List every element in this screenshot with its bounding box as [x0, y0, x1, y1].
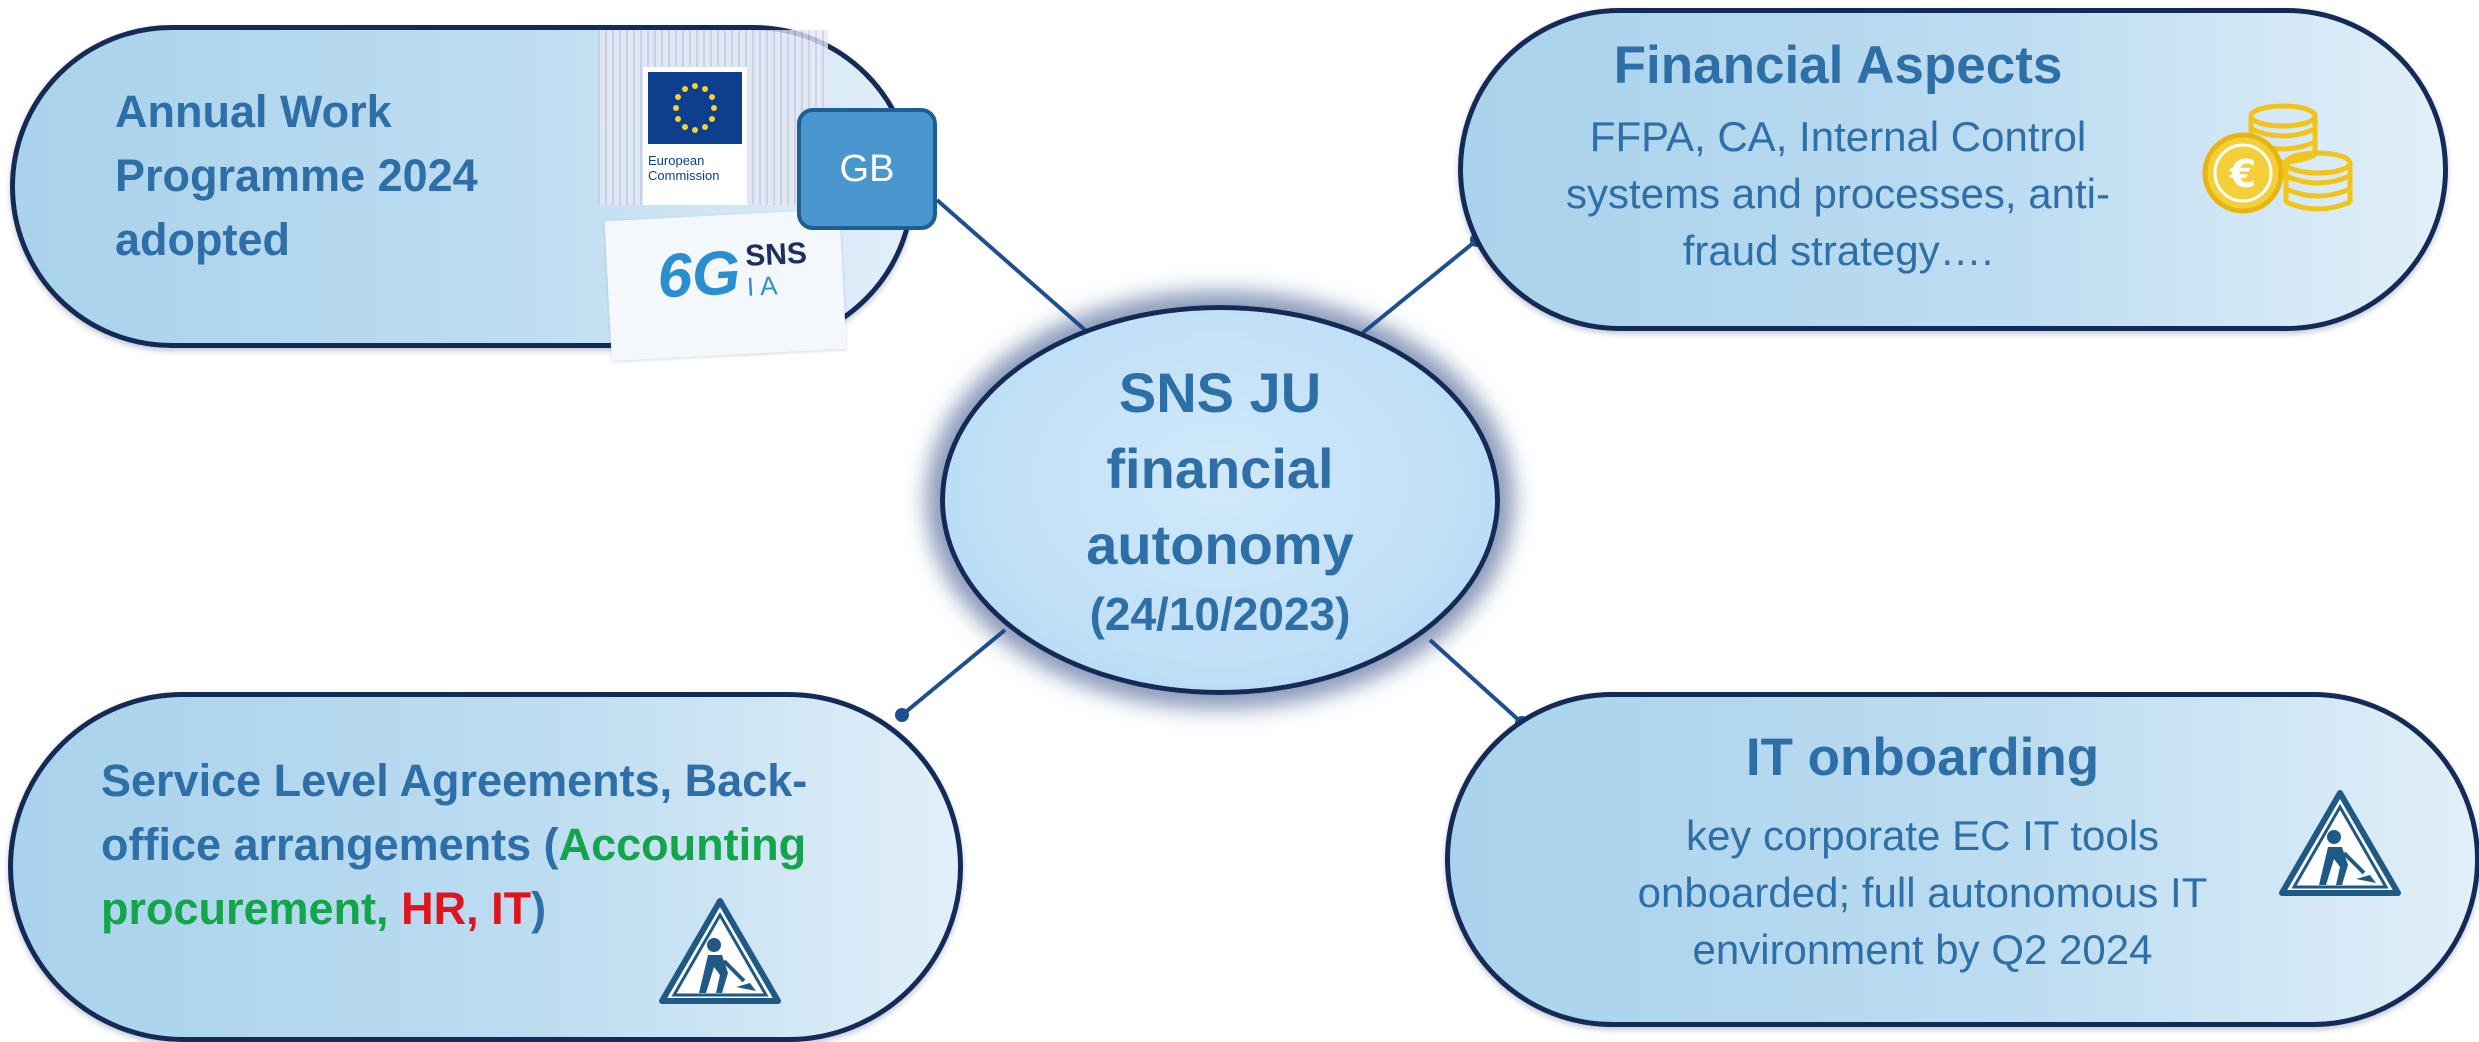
- central-line-1: SNS JU: [1118, 361, 1322, 424]
- financial-aspects-node: Financial Aspects FFPA, CA, Internal Con…: [1458, 8, 2448, 331]
- sla-line-2: office arrangements (Accounting: [101, 813, 807, 877]
- gb-badge: GB: [797, 108, 937, 230]
- sla-line-2-text: office arrangements (: [101, 819, 559, 870]
- it-onboarding-title: IT onboarding: [1745, 728, 2100, 787]
- awp-line-2: Programme 2024: [115, 150, 478, 201]
- central-node: SNS JU financial autonomy (24/10/2023): [940, 305, 1500, 695]
- coins-euro-icon: €: [2202, 103, 2353, 214]
- sla-line-1: Service Level Agreements, Back-: [101, 755, 808, 806]
- ec-logo-text-2: Commission: [648, 168, 720, 183]
- financial-aspects-line-2: systems and processes, anti-: [1566, 170, 2110, 217]
- service-level-agreements-node: Service Level Agreements, Back- office a…: [8, 692, 963, 1042]
- european-commission-logo: European Commission: [643, 67, 747, 205]
- connector-top-right: [1358, 238, 1479, 337]
- it-onboarding-line-1: key corporate EC IT tools: [1685, 812, 2160, 859]
- connector-bottom-right: [1428, 638, 1524, 725]
- svg-text:€: €: [2229, 152, 2256, 196]
- eu-flag-icon: [648, 72, 742, 144]
- sns-logo-ia: IA: [746, 269, 785, 302]
- financial-aspects-body: FFPA, CA, Internal Control systems and p…: [1463, 108, 2213, 279]
- financial-aspects-line-3: fraud strategy….: [1682, 227, 1994, 274]
- it-onboarding-body: key corporate EC IT tools onboarded; ful…: [1335, 807, 2479, 978]
- awp-line-3: adopted: [115, 214, 290, 265]
- sns-logo: 6G SNS IA: [655, 236, 809, 312]
- financial-aspects-title: Financial Aspects: [1613, 36, 2063, 95]
- construction-sign-icon: [659, 898, 781, 1004]
- it-onboarding-node: IT onboarding key corporate EC IT tools …: [1445, 692, 2479, 1027]
- sns-logo-6g: 6G: [655, 238, 742, 312]
- connector-bottom-left: [900, 628, 1007, 717]
- sns-logo-sns: SNS: [744, 236, 808, 273]
- sla-line-3: procurement, HR, IT): [101, 877, 807, 941]
- financial-aspects-line-1: FFPA, CA, Internal Control: [1589, 113, 2087, 160]
- connector-top-left: [935, 198, 1087, 332]
- connector-bottom-left-dot: [895, 708, 909, 722]
- sns-logo-card: 6G SNS IA: [604, 208, 847, 362]
- ec-logo-text-1: European: [648, 153, 705, 168]
- awp-line-1: Annual Work: [115, 86, 392, 137]
- sla-hr-it: HR, IT: [401, 883, 532, 934]
- sla-close-paren: ): [531, 883, 547, 934]
- sla-text: Service Level Agreements, Back- office a…: [101, 749, 807, 941]
- central-line-3: autonomy: [1086, 513, 1354, 576]
- sla-procurement: procurement,: [101, 883, 389, 934]
- sla-accounting: Accounting: [558, 819, 807, 870]
- it-onboarding-line-2: onboarded; full autonomous IT: [1637, 869, 2208, 916]
- it-onboarding-line-3: environment by Q2 2024: [1692, 926, 2153, 973]
- central-line-2: financial: [1106, 437, 1334, 500]
- central-date: (24/10/2023): [1089, 588, 1351, 640]
- logos-collage: European Commission 6G SNS IA: [590, 30, 875, 362]
- annual-work-programme-text: Annual Work Programme 2024 adopted: [115, 80, 478, 272]
- construction-sign-icon: [2279, 790, 2401, 896]
- annual-work-programme-node: Annual Work Programme 2024 adopted Europ…: [10, 25, 915, 362]
